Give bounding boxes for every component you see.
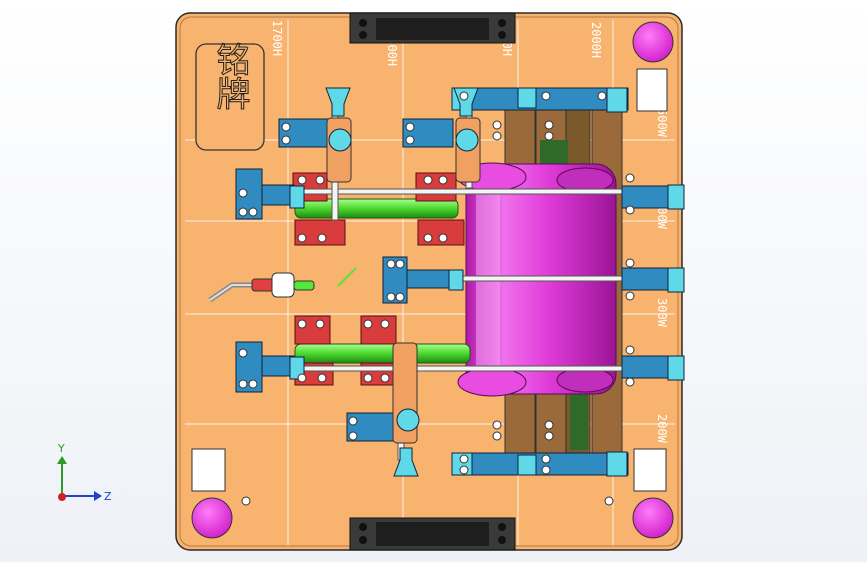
nameplate [195,43,265,151]
nameplate-text: 铭牌 [210,42,250,110]
bolt-heads [238,91,635,475]
white-gauge-blocks [191,68,668,492]
check-pin-assembly [208,267,357,303]
grid-label-500w: 500W [655,108,669,138]
grid-label-1700h: 1700H [270,20,284,56]
axis-z-label: Z [104,490,112,503]
grid-label-300w: 300W [655,298,669,328]
bottom-handle [349,517,516,551]
corner-locators [191,21,674,539]
axis-y-label: Y [57,442,65,455]
swing-clamps [325,87,481,477]
grid-label-2000h: 2000H [589,22,603,58]
top-handle [349,12,516,44]
axis-triad: Y Z [57,442,112,503]
grid-label-200w: 200W [655,414,669,444]
